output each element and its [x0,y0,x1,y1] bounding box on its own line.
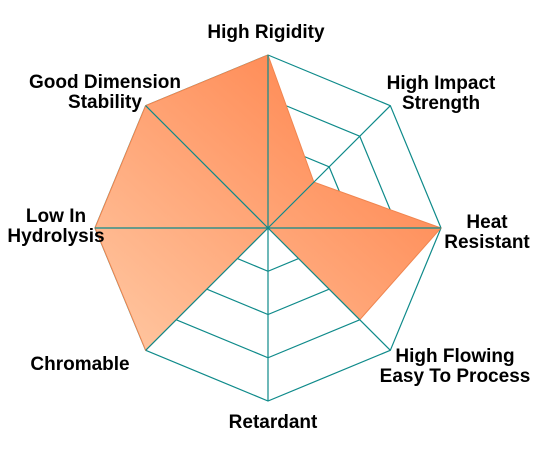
axis-label-0: High Rigidity [207,22,325,43]
axis-label-4: Retardant [229,412,318,433]
spoke-3 [267,227,391,351]
axis-label-line: Strength [402,93,480,114]
spoke-5 [145,227,269,351]
axis-label-line: Easy To Process [380,366,531,387]
axis-label-line: High Rigidity [207,22,325,43]
axis-label-line: Chromable [30,354,129,375]
axis-label-line: Good Dimension [29,72,181,93]
axis-label-line: High Flowing [395,346,514,367]
axis-label-line: Low In [26,206,86,227]
radar-spokes [95,55,441,401]
axis-label-line: Retardant [229,412,318,433]
axis-label-line: High Impact [387,73,496,94]
axis-label-5: Chromable [30,354,129,375]
axis-label-line: Resistant [444,232,530,253]
spoke-1 [267,105,391,229]
axis-label-line: Hydrolysis [7,226,104,247]
axis-label-line: Stability [68,92,142,113]
spoke-7 [145,105,269,229]
axis-label-line: Heat [466,212,508,233]
